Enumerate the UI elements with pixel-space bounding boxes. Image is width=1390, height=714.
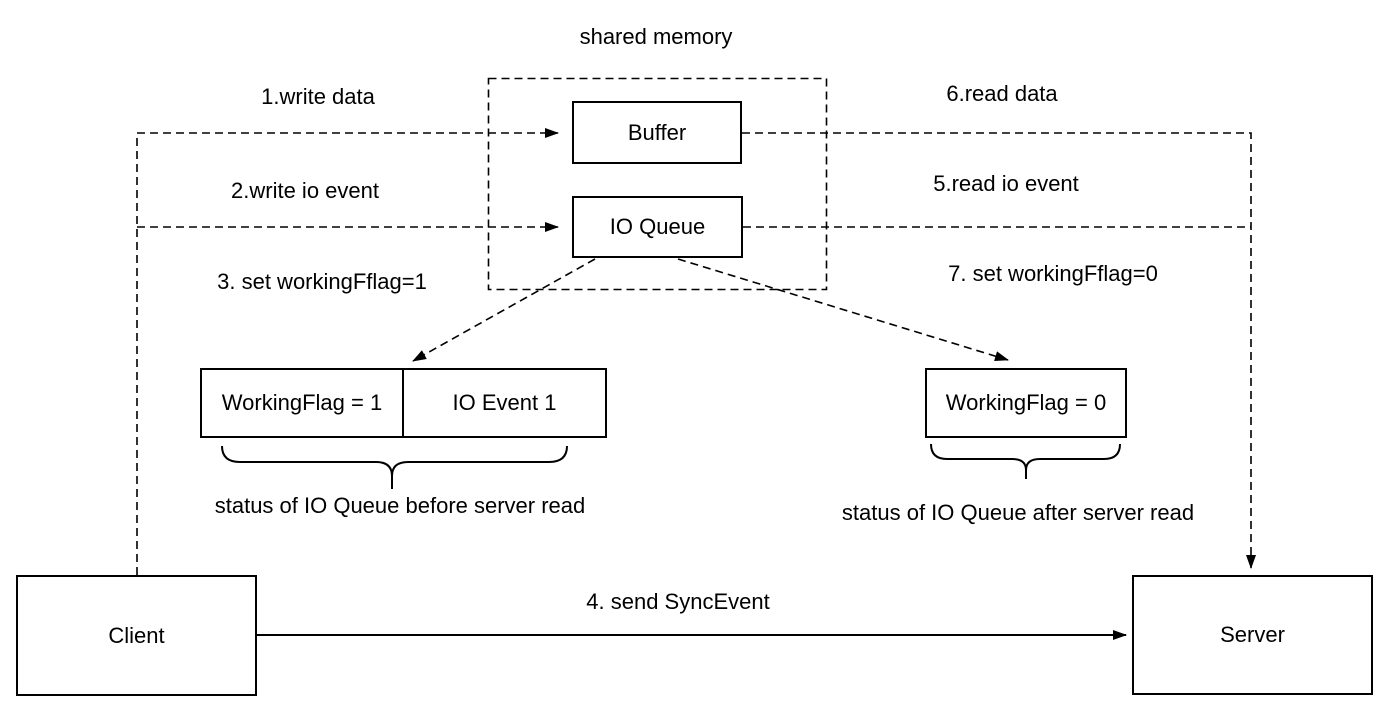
server-node: Server — [1132, 575, 1373, 695]
edge-label-read-io-event: 5.read io event — [933, 171, 1079, 196]
diagram-title: shared memory — [579, 24, 733, 49]
buffer-node-label: Buffer — [627, 119, 687, 145]
edge-label-set-working-flag-1: 3. set workingFflag=1 — [217, 269, 427, 294]
io-event-1-label: IO Event 1 — [452, 390, 557, 415]
edge-label-read-data: 6.read data — [946, 81, 1058, 106]
io-queue-status-before-node: WorkingFlag = 1 IO Event 1 — [200, 368, 607, 438]
edge-set-flag-0-line — [677, 258, 1009, 361]
brace-status-after — [930, 443, 1121, 479]
annotation-status-before: status of IO Queue before server read — [214, 493, 586, 518]
working-flag-1-cell: WorkingFlag = 1 — [202, 370, 404, 436]
working-flag-0-label: WorkingFlag = 0 — [945, 390, 1107, 415]
edge-label-send-sync-event: 4. send SyncEvent — [586, 589, 770, 614]
client-node-label: Client — [108, 622, 165, 648]
brace-status-before — [221, 445, 568, 489]
shared-memory-dashed-boundary — [487, 77, 828, 291]
io-queue-node: IO Queue — [572, 196, 743, 258]
edge-label-set-working-flag-0: 7. set workingFflag=0 — [948, 261, 1158, 286]
edge-write-data-line — [136, 128, 559, 575]
annotation-status-after: status of IO Queue after server read — [841, 500, 1195, 525]
edge-label-write-io-event: 2.write io event — [231, 178, 379, 203]
client-node: Client — [16, 575, 257, 696]
edge-label-write-data: 1.write data — [261, 84, 375, 109]
working-flag-1-label: WorkingFlag = 1 — [221, 390, 383, 415]
io-queue-node-label: IO Queue — [609, 214, 706, 239]
edge-read-data-line — [742, 132, 1256, 569]
server-node-label: Server — [1220, 622, 1285, 647]
io-queue-status-after-node: WorkingFlag = 0 — [925, 368, 1127, 438]
buffer-node: Buffer — [572, 101, 742, 164]
edge-set-flag-1-line — [412, 258, 596, 362]
io-event-1-cell: IO Event 1 — [404, 370, 605, 436]
